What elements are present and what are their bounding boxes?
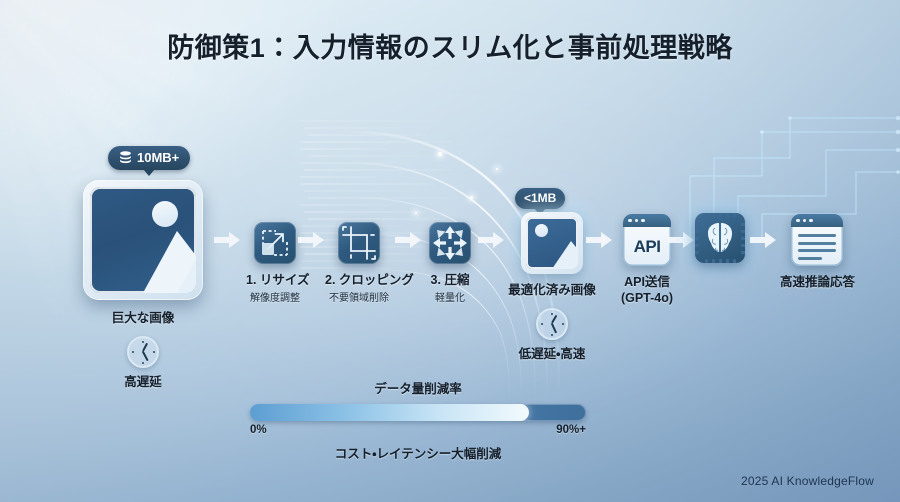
spark	[438, 152, 442, 156]
optimized-size-badge-label: <1MB	[524, 191, 557, 205]
crop-icon	[338, 222, 380, 264]
spark	[415, 212, 417, 214]
spark	[496, 168, 498, 170]
clock-icon	[127, 336, 159, 369]
progress-track[interactable]	[250, 404, 586, 421]
source-latency-label: 高遅延	[124, 375, 162, 390]
step-compress-sub: 軽量化	[435, 293, 465, 305]
window-dot	[796, 218, 800, 223]
flow-arrow	[395, 232, 421, 248]
clock-hand-minute	[551, 322, 558, 334]
page-title: 防御策1：入力情報のスリム化と事前処理戦略	[167, 33, 733, 63]
clock-icon	[536, 308, 568, 341]
inference-node	[692, 210, 748, 266]
api-node: API API送信 (GPT-4o)	[614, 214, 680, 307]
spark	[470, 196, 473, 199]
resize-icon	[254, 222, 296, 264]
optimized-image-caption: 最適化済み画像	[508, 283, 596, 297]
window-dot	[634, 218, 638, 223]
window-dot	[809, 218, 813, 223]
compress-icon-glyph	[433, 226, 467, 260]
step-resize-sub: 解像度調整	[250, 293, 300, 305]
resize-icon-glyph	[262, 230, 288, 256]
step-resize-label: 1. リサイズ	[246, 273, 310, 287]
step-crop-node: 2. クロッピング 不要領域削除	[325, 222, 414, 305]
source-image-tile	[83, 180, 203, 300]
optimized-image-tile	[521, 212, 583, 274]
flow-arrow	[668, 232, 694, 248]
step-crop-label: 2. クロッピング	[325, 273, 414, 287]
api-icon-text: API	[633, 236, 661, 256]
step-compress-node: 3. 圧縮 軽量化	[424, 222, 476, 304]
source-latency-group: 高遅延	[83, 336, 203, 390]
optimized-size-badge: <1MB	[515, 188, 566, 215]
document-lines	[791, 227, 843, 260]
flow-arrow	[750, 232, 776, 248]
window-dot	[802, 218, 806, 223]
step-resize-node: 1. リサイズ 解像度調整	[246, 222, 310, 305]
response-node: 高速推論応答	[780, 214, 856, 290]
step-crop-sub: 不要領域削除	[329, 293, 389, 305]
progress-max-label: 90%+	[556, 424, 586, 436]
progress-footnote: コスト・レイテンシー大幅削減	[334, 447, 502, 461]
api-caption-line2: (GPT-4o)	[620, 291, 674, 306]
source-image-caption: 巨大な画像	[111, 311, 175, 325]
source-size-badge: 10MB+	[108, 146, 191, 176]
window-titlebar	[623, 214, 671, 227]
flow-arrow	[586, 232, 612, 248]
mountain-shape	[143, 231, 196, 293]
source-image-art	[90, 187, 196, 293]
progress-fill	[250, 404, 529, 421]
footer-credit: 2025 AI KnowledgeFlow	[741, 474, 874, 488]
window-titlebar	[791, 214, 843, 227]
optimized-image-art	[526, 217, 578, 269]
crop-icon-glyph	[342, 226, 376, 260]
compress-icon	[429, 222, 471, 264]
document-icon	[791, 214, 843, 266]
sun-shape	[535, 224, 548, 237]
optimized-image-node: 最適化済み画像 低遅延・高速	[504, 212, 600, 363]
progress-title: データ量削減率	[374, 382, 462, 396]
api-caption-line1: API送信	[624, 275, 670, 289]
window-dot	[641, 218, 645, 223]
optimized-latency-label: 低遅延・高速	[518, 347, 586, 362]
response-caption: 高速推論応答	[780, 275, 856, 289]
api-icon: API	[623, 214, 671, 266]
brain-chip-glyph	[692, 210, 748, 266]
step-compress-label: 3. 圧縮	[430, 273, 470, 287]
flow-arrow	[214, 232, 240, 248]
brain-chip-icon	[692, 210, 748, 266]
optimized-latency-group: 低遅延・高速	[504, 308, 600, 362]
progress-labels: 0% 90%+	[250, 424, 586, 436]
progress-min-label: 0%	[250, 424, 267, 436]
mountain-shape	[552, 241, 578, 269]
clock-hand-minute	[142, 350, 149, 362]
source-size-badge-label: 10MB+	[137, 150, 180, 165]
flow-arrow	[298, 232, 324, 248]
reduction-progress: データ量削減率 0% 90%+ コスト・レイテンシー大幅削減	[250, 378, 586, 462]
window-dot	[628, 218, 632, 223]
database-icon	[120, 150, 131, 163]
source-image-node: 巨大な画像 高遅延	[83, 180, 203, 391]
flow-arrow	[478, 232, 504, 248]
sun-shape	[152, 201, 178, 227]
